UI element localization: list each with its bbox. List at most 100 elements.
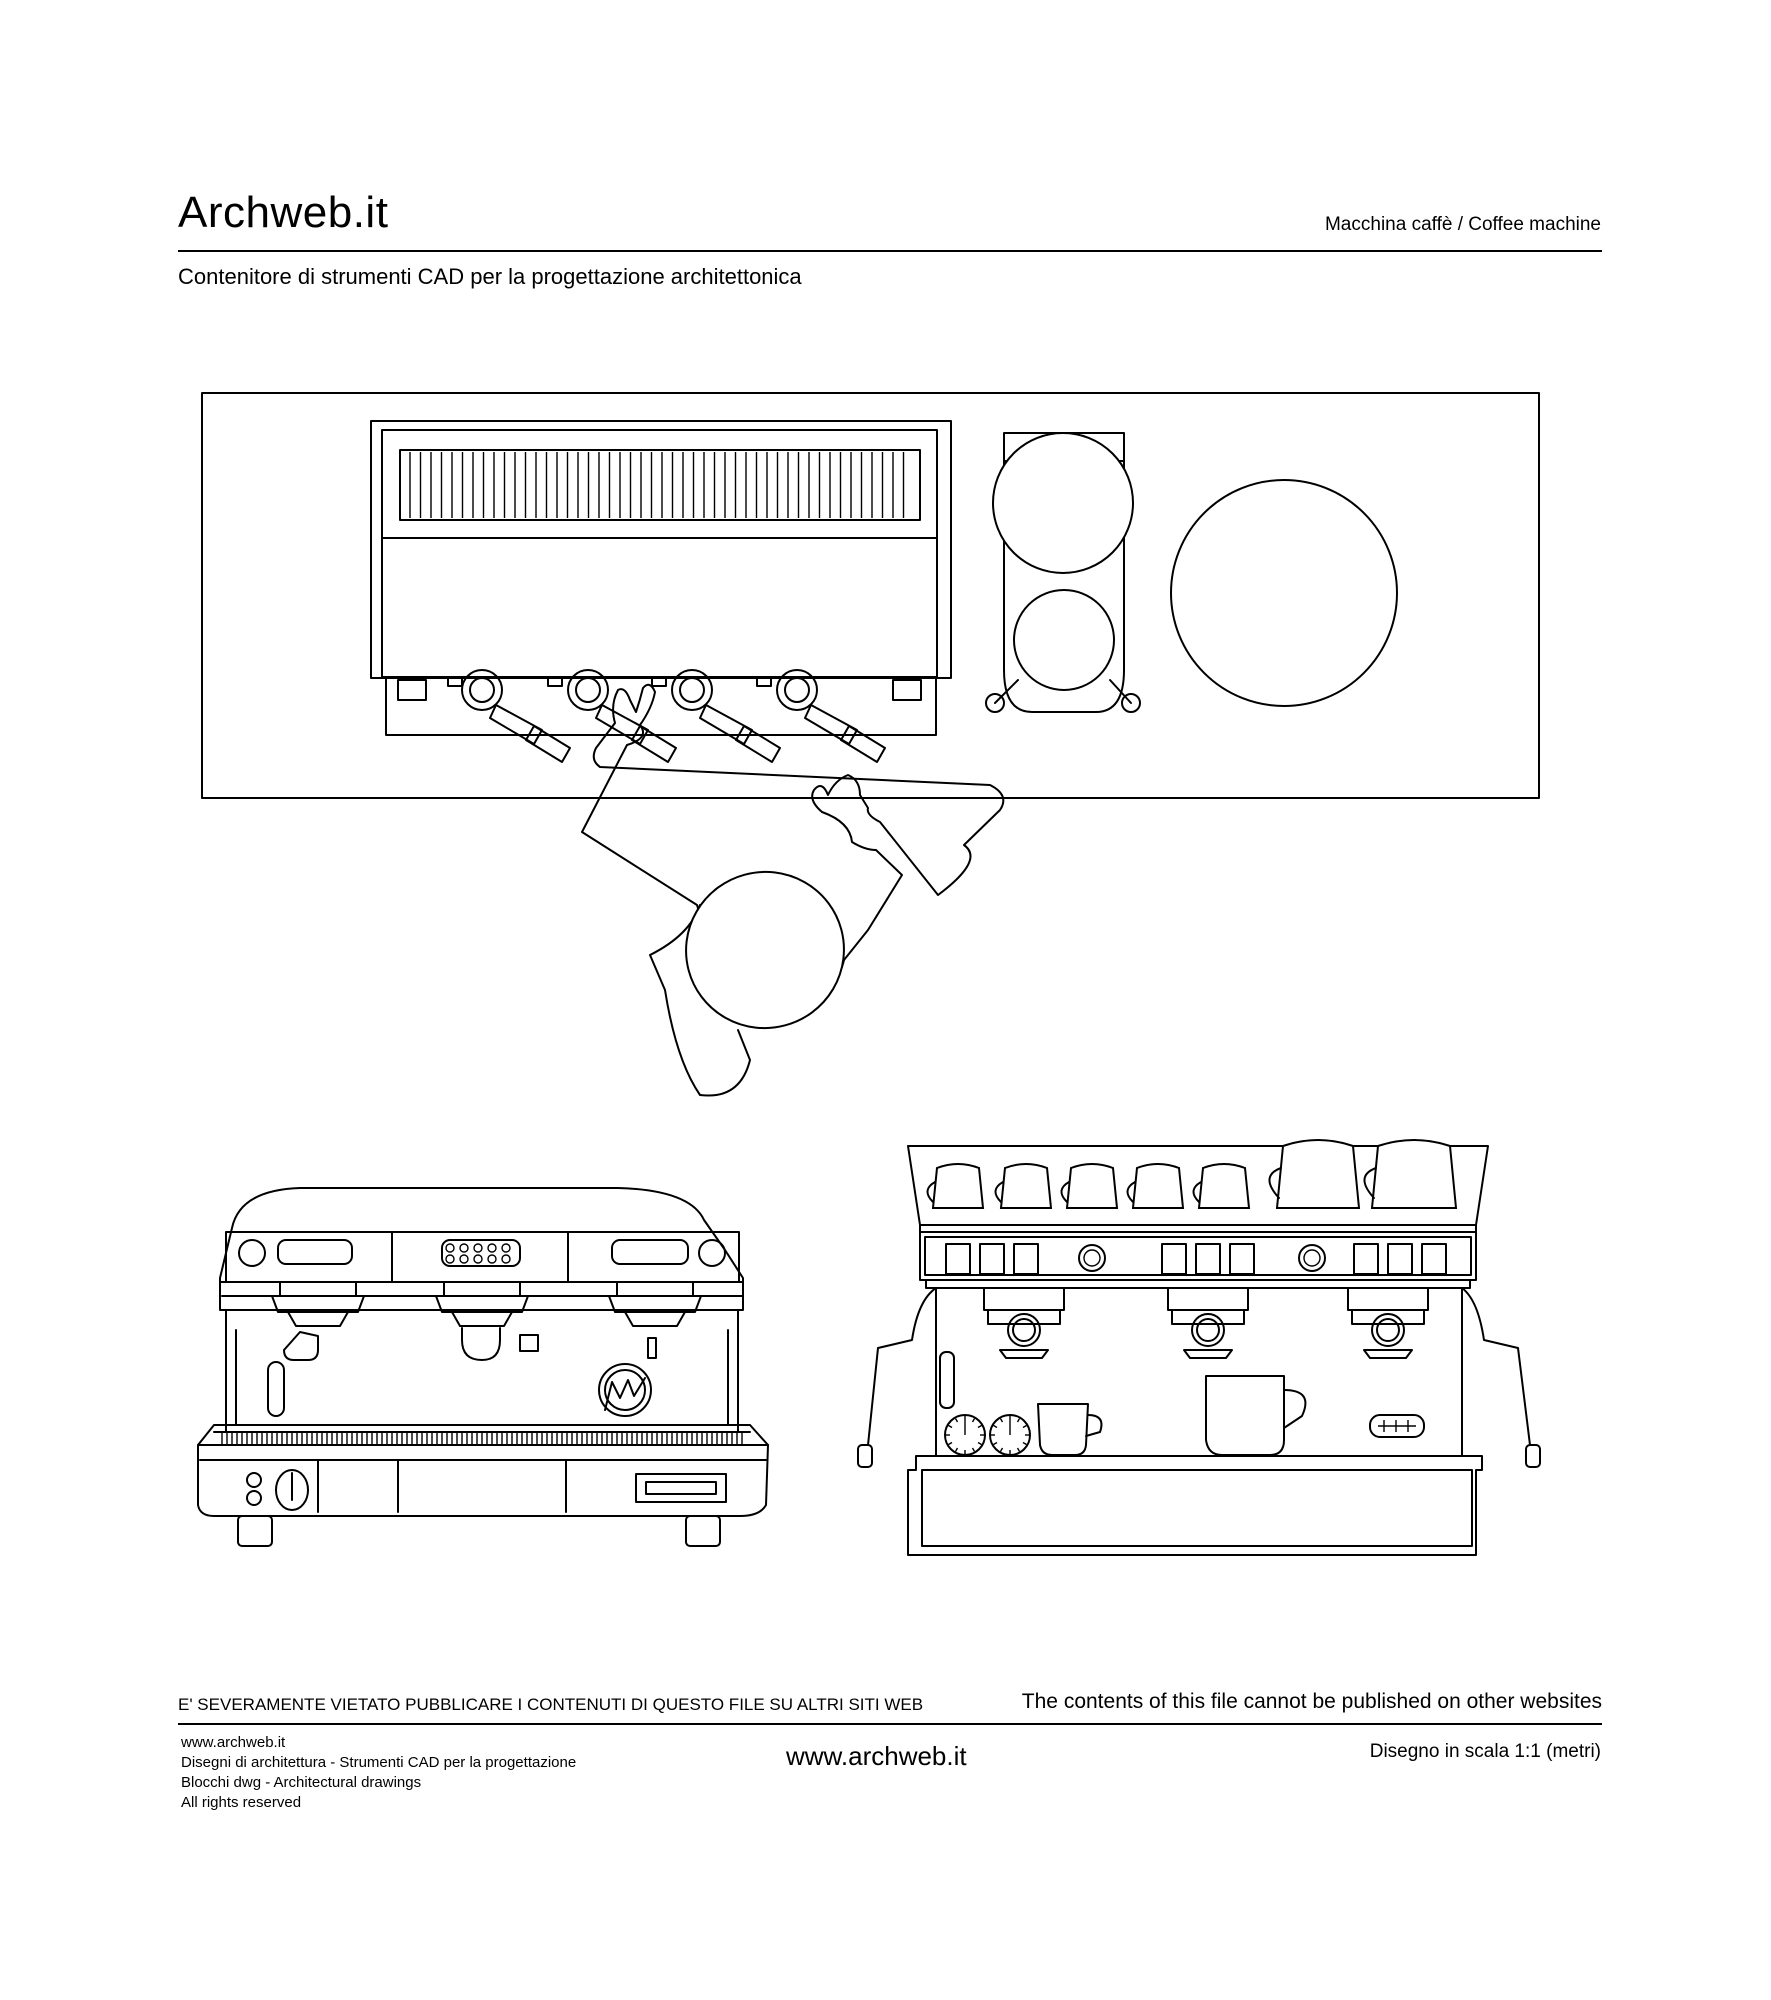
gauge-tick [993, 1424, 998, 1429]
button-dot [487, 1243, 497, 1253]
footer-rule [178, 1723, 1602, 1725]
portafilter-handle [804, 704, 858, 745]
portafilter-grip [840, 725, 886, 763]
gauge-tick [999, 1447, 1004, 1452]
footer-credit-line: Blocchi dwg - Architectural drawings [181, 1774, 422, 1791]
gauge-tick [977, 1441, 982, 1446]
button-dot [445, 1243, 455, 1253]
group-collar [616, 1281, 694, 1297]
group-head-inner [575, 677, 601, 703]
brand-logo-text: Archweb.it [178, 188, 389, 237]
gauge-tick [1016, 1418, 1021, 1423]
front-view-1 [197, 1187, 769, 1547]
cup [1065, 1163, 1119, 1209]
group-head-inner [469, 677, 495, 703]
jug [1370, 1139, 1458, 1209]
gauge-tick [971, 1447, 976, 1452]
group-basket [624, 1311, 686, 1327]
group-head-inner [1012, 1318, 1036, 1342]
group-basket [451, 1311, 513, 1327]
cup-handle [1060, 1181, 1070, 1203]
group-collar [443, 1281, 521, 1297]
button-dot [459, 1254, 469, 1264]
scale-note: Disegno in scala 1:1 (metri) [1369, 1741, 1601, 1762]
cup [931, 1163, 985, 1209]
plan-view [201, 392, 1540, 1097]
button-dot [487, 1254, 497, 1264]
gauge-tick [954, 1447, 959, 1452]
portafilter-grip [631, 725, 677, 763]
sheet-title: Macchina caffè / Coffee machine [1324, 214, 1601, 235]
gauge-tick [971, 1418, 976, 1423]
group-head [1371, 1313, 1405, 1347]
panel-button [1353, 1243, 1379, 1275]
copyright-notice-italian: E' SEVERAMENTE VIETATO PUBBLICARE I CONT… [178, 1695, 924, 1714]
portafilter-handle [699, 704, 753, 745]
jug-handle [1268, 1167, 1282, 1199]
cup [999, 1163, 1053, 1209]
gauge-tick [1022, 1424, 1027, 1429]
subtitle: Contenitore di strumenti CAD per la prog… [178, 264, 802, 289]
portafilter-handle [489, 704, 543, 745]
cup-handle [926, 1181, 936, 1203]
button-dot [445, 1254, 455, 1264]
cup [1197, 1163, 1251, 1209]
logo-badge-inner [1083, 1249, 1101, 1267]
grinder-plan [985, 432, 1141, 713]
panel-button [1161, 1243, 1187, 1275]
gauge-tick [993, 1441, 998, 1446]
cup-handle [994, 1181, 1004, 1203]
group-head [776, 669, 818, 711]
group-collar [1347, 1287, 1429, 1311]
group-body [987, 1309, 1061, 1325]
logo-badge [1298, 1244, 1326, 1272]
counter-outline [201, 392, 1540, 799]
group-body [1171, 1309, 1245, 1325]
group-head [271, 1295, 365, 1313]
logo-badge [1078, 1244, 1106, 1272]
group-head-inner [679, 677, 705, 703]
footer-credits: www.archweb.it Disegni di architettura -… [181, 1733, 576, 1813]
panel-button [979, 1243, 1005, 1275]
panel-button [1195, 1243, 1221, 1275]
portafilter-grip [525, 725, 571, 763]
group-head-inner [1376, 1318, 1400, 1342]
cup-handle [1126, 1181, 1136, 1203]
gauge-tick [999, 1418, 1004, 1423]
group-head [567, 669, 609, 711]
group-head [435, 1295, 529, 1313]
group-head-inner [784, 677, 810, 703]
jug-handle [1363, 1167, 1377, 1199]
footer-credit-line: Disegni di architettura - Strumenti CAD … [181, 1754, 577, 1771]
front-view-2 [857, 1139, 1541, 1556]
panel-button [945, 1243, 971, 1275]
group-head [1191, 1313, 1225, 1347]
gauge-tick [1016, 1447, 1021, 1452]
panel-button [1013, 1243, 1039, 1275]
header-rule [178, 250, 1602, 252]
group-head-inner [1196, 1318, 1220, 1342]
portafilter-spout [1363, 1349, 1413, 1359]
footer-website-link[interactable]: www.archweb.it [786, 1741, 967, 1771]
panel-button [1229, 1243, 1255, 1275]
logo-badge-inner [1303, 1249, 1321, 1267]
group-collar [279, 1281, 357, 1297]
cup-handle [1192, 1181, 1202, 1203]
group-head [461, 669, 503, 711]
footer-credit-line: All rights reserved [181, 1794, 302, 1811]
button-dot [473, 1254, 483, 1264]
group-body [1351, 1309, 1425, 1325]
portafilter-spout [999, 1349, 1049, 1359]
portafilter-grip [735, 725, 781, 763]
cup [1131, 1163, 1185, 1209]
round-tray-plan [1170, 479, 1398, 707]
gauge-tick [1022, 1441, 1027, 1446]
machine-plan [370, 420, 952, 763]
footer-credit-line: www.archweb.it [181, 1734, 286, 1751]
barista-plan [581, 683, 1005, 1097]
group-basket [287, 1311, 349, 1327]
group-head [671, 669, 713, 711]
gauge-tick [977, 1424, 982, 1429]
button-dot [501, 1254, 511, 1264]
